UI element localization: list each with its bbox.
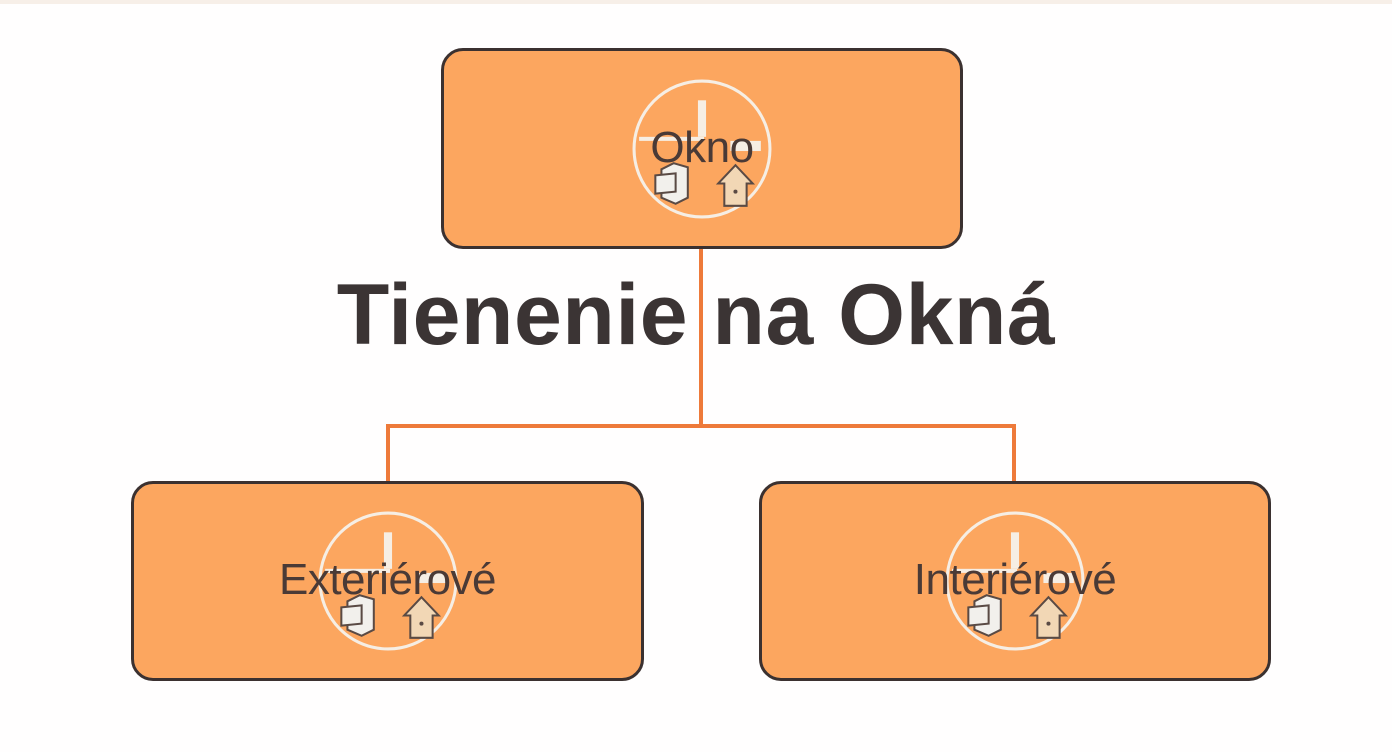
node-exterierove: Exteriérové [131,481,644,681]
node-label-exterierove: Exteriérové [278,555,497,604]
window-shading-badge-icon [632,79,772,218]
window-shading-badge-icon [318,511,457,651]
node-label-okno: Okno [650,122,754,172]
top-strip [0,0,1392,4]
window-shading-badge-icon [945,511,1085,651]
diagram-title: Tienenie na Okná [336,267,1056,363]
node-interierove: Interiérové [759,481,1271,681]
node-label-interierove: Interiérové [913,555,1117,604]
node-okno: Okno [441,48,963,249]
